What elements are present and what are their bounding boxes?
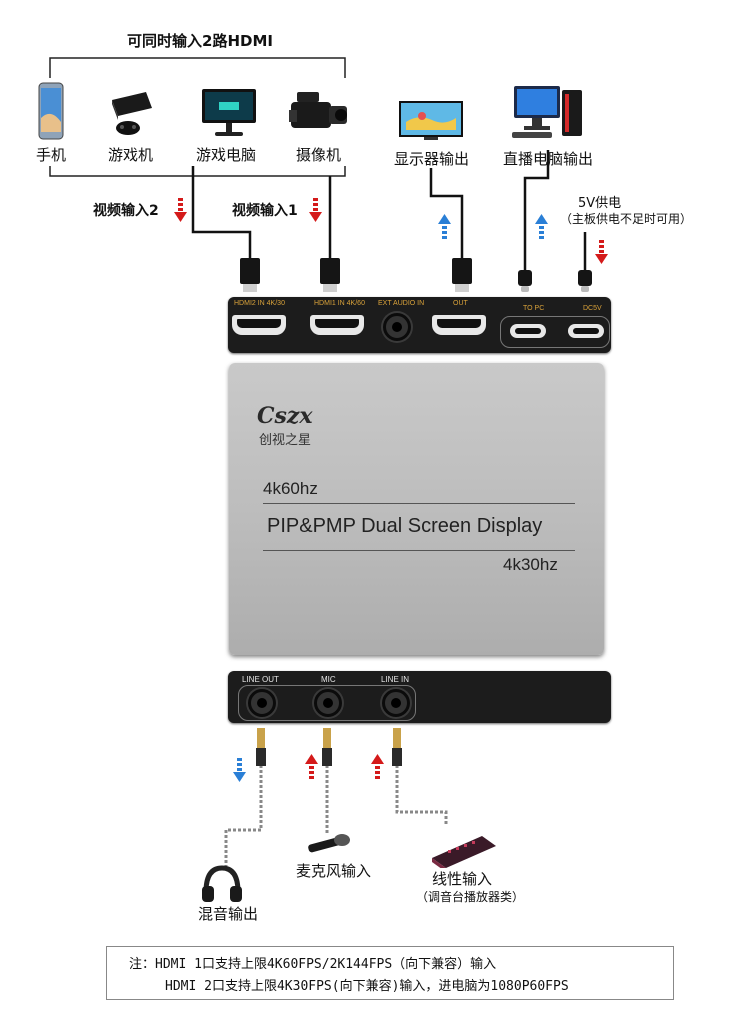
bottom-port-panel: LINE OUT MIC LINE IN — [228, 671, 611, 723]
usbc-plug-power — [578, 270, 592, 292]
label-phone: 手机 — [36, 146, 67, 164]
port-label-line-in: LINE IN — [381, 675, 410, 684]
phone-icon — [38, 82, 64, 140]
gaming-pc-monitor-icon — [202, 89, 256, 136]
port-label-line-out: LINE OUT — [242, 675, 279, 684]
brand-logo: Cszx — [257, 403, 313, 429]
hdmi2-in-port — [232, 315, 286, 335]
spec-4k60: 4k60hz — [263, 479, 318, 498]
red-arrow-input1 — [309, 198, 322, 222]
label-camera: 摄像机 — [296, 146, 342, 164]
hdmi-plug-output — [452, 258, 472, 292]
brand-name-cn: 创视之星 — [259, 433, 312, 448]
hdmi-out-port — [432, 315, 486, 335]
label-stream-pc-out: 直播电脑输出 — [503, 150, 594, 168]
note-box: 注：HDMI 1口支持上限4K60FPS/2K144FPS（向下兼容）输入 HD… — [106, 946, 674, 1000]
note-line-1: 注：HDMI 1口支持上限4K60FPS/2K144FPS（向下兼容）输入 — [129, 957, 497, 972]
red-arrow-mic — [305, 754, 318, 779]
rule-2 — [263, 550, 575, 551]
usbc-power-port — [568, 324, 604, 338]
label-video-in-1: 视频输入1 — [232, 203, 298, 219]
audio-plug-line-out — [256, 728, 266, 766]
hdmi1-in-port — [310, 315, 364, 335]
label-mix-out: 混音输出 — [198, 905, 259, 923]
mixer-console-icon — [432, 836, 496, 868]
port-label-dc: DC5V — [583, 305, 602, 312]
blue-arrow-mix-out — [233, 758, 246, 782]
port-label-mic: MIC — [321, 675, 336, 684]
rule-1 — [263, 503, 575, 504]
label-line-in: 线性输入 — [432, 870, 493, 888]
note-line-2: HDMI 2口支持上限4K30FPS(向下兼容)输入，进电脑为1080P60FP… — [165, 979, 569, 994]
port-label-audio: EXT AUDIO IN — [378, 300, 425, 307]
spec-4k30: 4k30hz — [503, 555, 558, 574]
red-arrow-power — [595, 240, 608, 264]
label-game-console: 游戏机 — [108, 146, 154, 164]
label-mic-in: 麦克风输入 — [296, 862, 372, 880]
port-label-to-pc: TO PC — [523, 305, 545, 312]
label-video-in-2: 视频输入2 — [93, 203, 159, 219]
line-in-jack — [382, 689, 410, 717]
top-title: 可同时输入2路HDMI — [127, 32, 273, 50]
monitor-icon — [399, 101, 463, 140]
game-console-icon — [112, 92, 152, 135]
camera-icon — [289, 92, 347, 128]
label-power: 5V供电 — [578, 196, 622, 211]
audio-plug-line-in — [392, 728, 402, 766]
red-arrow-line-in — [371, 754, 384, 779]
port-label-hdmi1: HDMI1 IN 4K/60 — [314, 300, 365, 307]
mic-jack — [314, 689, 342, 717]
microphone-icon — [308, 834, 350, 853]
audio-group-outline — [238, 685, 416, 721]
audio-in-jack — [383, 313, 411, 341]
headphones-icon — [202, 865, 242, 902]
usbc-plug-to-pc — [518, 270, 532, 292]
blue-arrow-to-pc — [535, 214, 548, 239]
port-label-hdmi2: HDMI2 IN 4K/30 — [234, 300, 285, 307]
audio-plug-mic — [322, 728, 332, 766]
top-port-panel: HDMI2 IN 4K/30 HDMI1 IN 4K/60 EXT AUDIO … — [228, 297, 611, 353]
device-face: Cszx 创视之星 4k60hz PIP&PMP Dual Screen Dis… — [229, 363, 604, 655]
hdmi-plug-input2 — [240, 258, 260, 292]
hdmi-plug-input1 — [320, 258, 340, 292]
streaming-pc-icon — [512, 86, 582, 138]
label-power-note: （主板供电不足时可用） — [560, 212, 693, 226]
blue-arrow-monitor — [438, 214, 451, 239]
red-arrow-input2 — [174, 198, 187, 222]
label-gaming-pc: 游戏电脑 — [196, 146, 257, 164]
product-title: PIP&PMP Dual Screen Display — [267, 515, 543, 537]
label-monitor-out: 显示器输出 — [394, 150, 470, 168]
usbc-group-outline — [500, 316, 610, 348]
label-line-in-note: （调音台播放器类） — [416, 890, 525, 904]
port-label-out: OUT — [453, 300, 468, 307]
line-out-jack — [248, 689, 276, 717]
usbc-to-pc-port — [510, 324, 546, 338]
